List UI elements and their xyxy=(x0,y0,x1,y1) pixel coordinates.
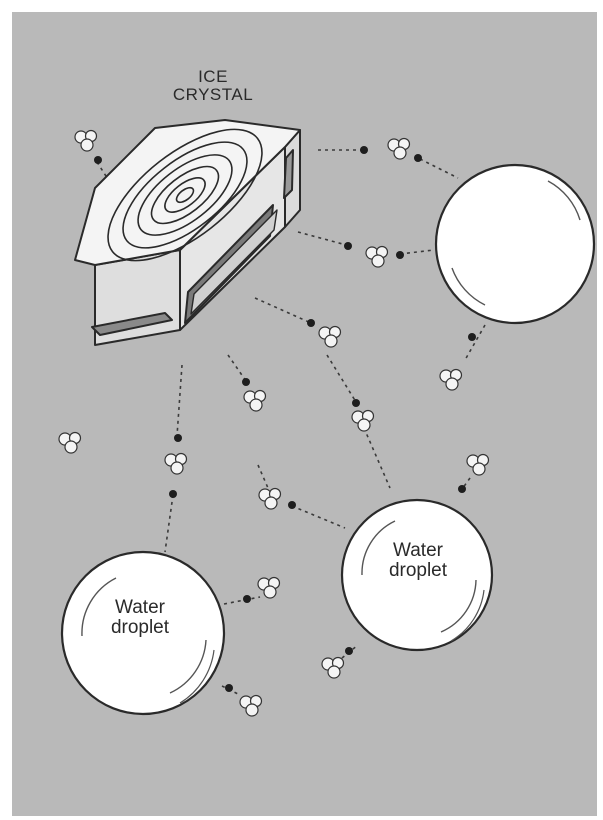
water-droplet-label-line1: Water xyxy=(366,541,470,561)
droplet-upper-right xyxy=(436,165,594,323)
water-droplet-label-line2: droplet xyxy=(88,618,192,638)
ice-crystal-label-line1: ICE xyxy=(158,68,268,86)
water-droplet-label-line1: Water xyxy=(88,598,192,618)
water-droplet-label-line2: droplet xyxy=(366,561,470,581)
ice-crystal-label-line2: CRYSTAL xyxy=(158,86,268,104)
water-droplet-label-right: Water droplet xyxy=(366,541,470,581)
water-droplet-label-left: Water droplet xyxy=(88,598,192,638)
ice-crystal-label: ICE CRYSTAL xyxy=(158,68,268,104)
